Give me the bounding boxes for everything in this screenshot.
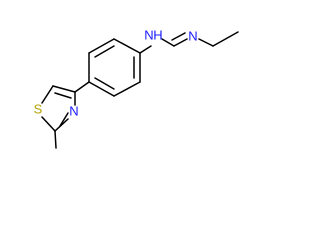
benzene-ring bbox=[88, 38, 141, 97]
bond bbox=[41, 116, 56, 132]
bond bbox=[113, 81, 141, 97]
bond bbox=[52, 85, 76, 93]
bond bbox=[113, 38, 141, 54]
atom-s-ring: S bbox=[34, 101, 43, 116]
bond-methyl bbox=[54, 130, 57, 149]
atom-n-amine: N bbox=[144, 27, 153, 42]
formamidine-chain bbox=[139, 31, 239, 54]
structure-figure: N H N N S bbox=[34, 27, 239, 149]
bond-inner bbox=[94, 45, 115, 58]
bond-inner bbox=[94, 77, 115, 90]
bond bbox=[88, 38, 115, 54]
bond bbox=[74, 81, 90, 93]
atom-labels: N H N N S bbox=[34, 27, 198, 118]
bond-double bbox=[54, 92, 72, 99]
bond-double bbox=[59, 112, 69, 127]
atom-n-imine: N bbox=[188, 28, 197, 43]
molecule-svg: N H N N S bbox=[34, 27, 239, 149]
bond bbox=[198, 38, 214, 47]
bond-double bbox=[171, 32, 186, 41]
thiazole-ring bbox=[41, 81, 90, 149]
bond bbox=[212, 31, 239, 47]
bond bbox=[161, 38, 175, 47]
bond bbox=[88, 81, 115, 97]
bond bbox=[139, 45, 152, 54]
bond bbox=[173, 38, 188, 47]
bond bbox=[41, 85, 54, 104]
bond bbox=[54, 118, 69, 132]
atom-h-amine: H bbox=[153, 27, 162, 42]
atom-n-ring: N bbox=[69, 103, 78, 118]
